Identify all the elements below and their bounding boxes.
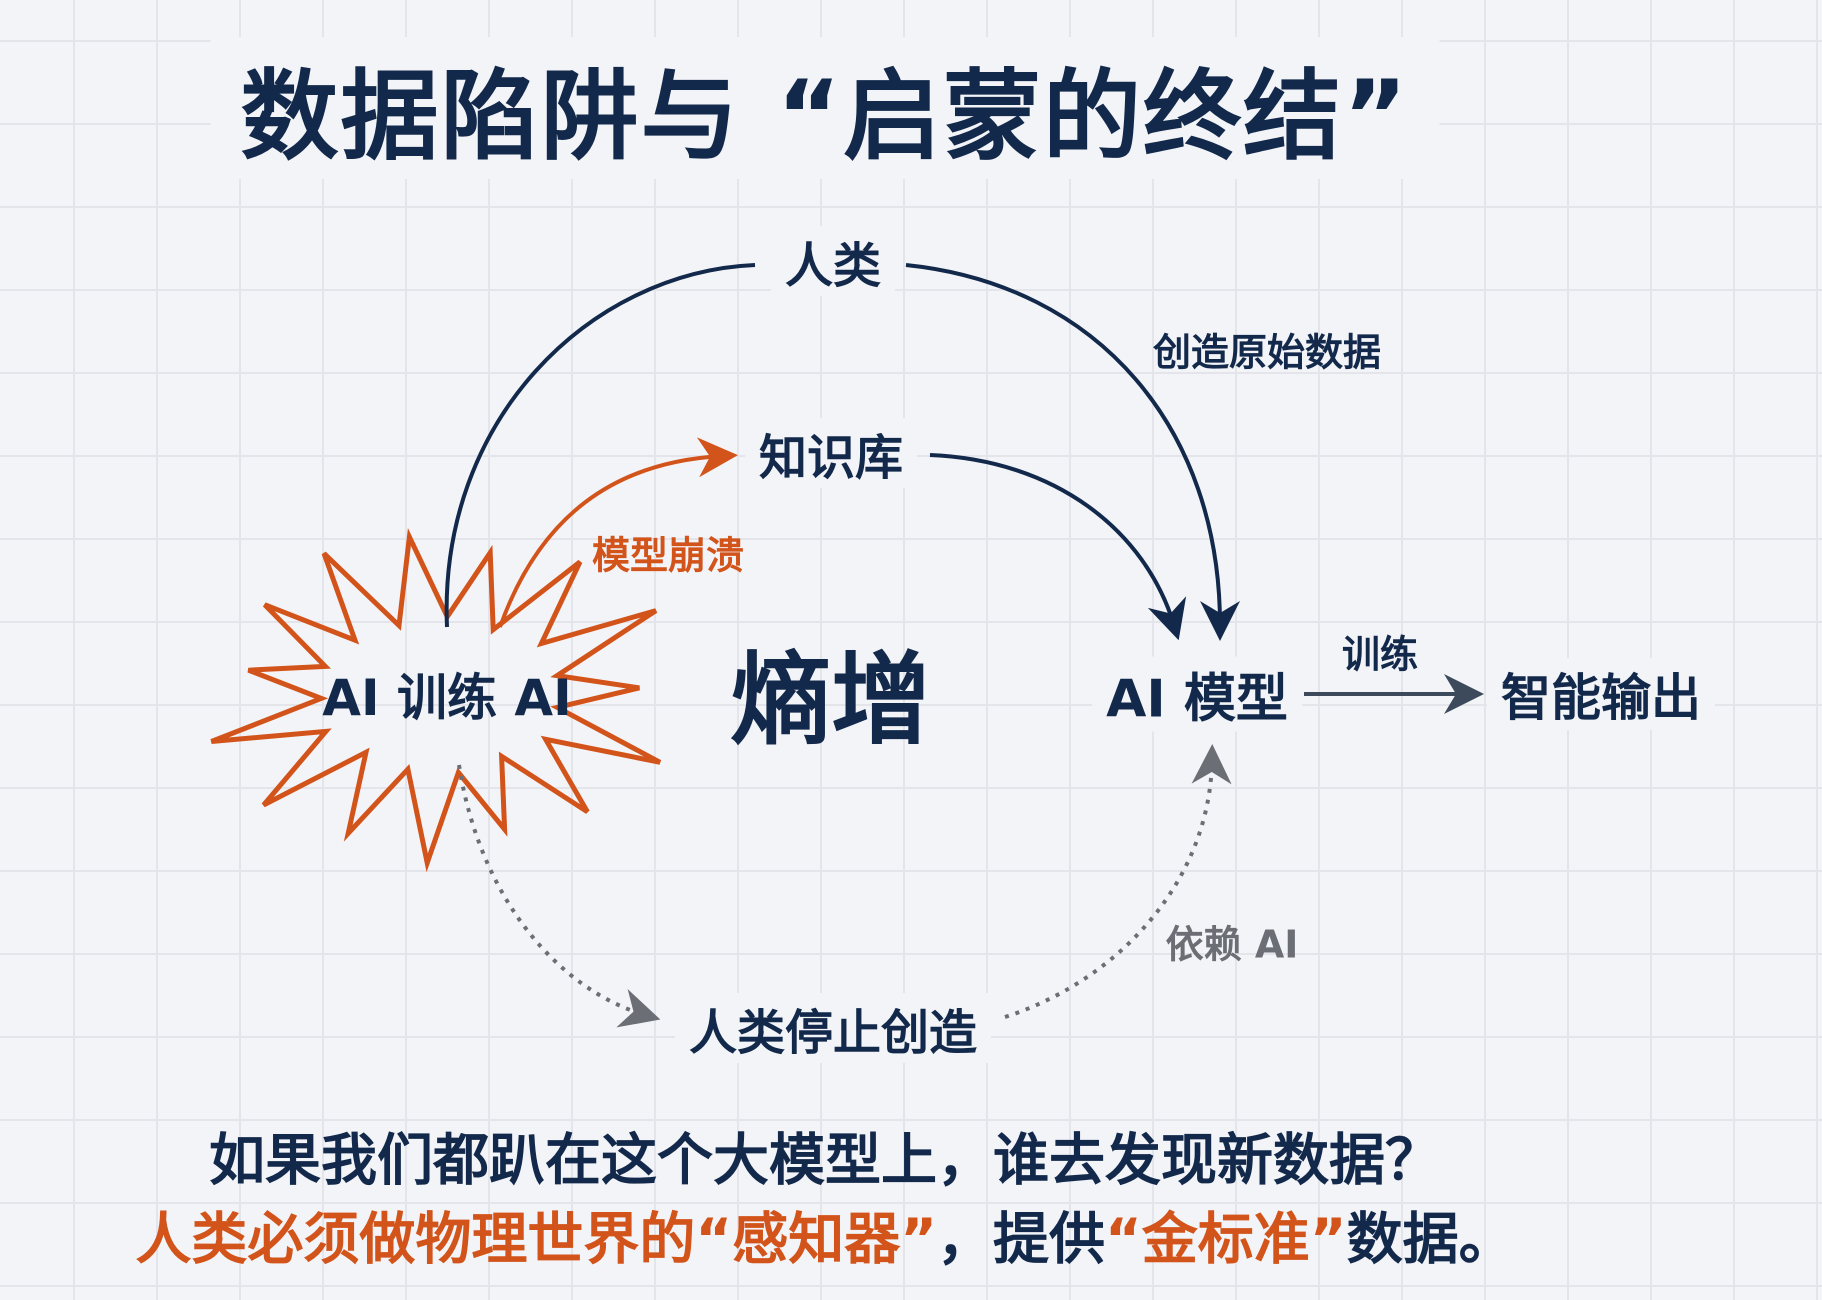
explosion-starburst-icon xyxy=(210,527,662,873)
arrow-humans-to-model xyxy=(905,263,1240,641)
node-humans-stop-creating: 人类停止创造 xyxy=(674,993,992,1063)
label-create-raw-data: 创造原始数据 xyxy=(1152,330,1382,375)
answer-part-sensor: 人类必须做物理世界的“感知器” xyxy=(135,1207,937,1273)
arrow-ai-to-humans xyxy=(444,263,756,628)
arrow-collapse-to-knowledge xyxy=(498,437,738,628)
label-rely-on-ai: 依赖 AI xyxy=(1165,922,1299,967)
node-smart-output: 智能输出 xyxy=(1487,658,1715,730)
label-entropy: 熵增 xyxy=(731,641,931,759)
node-ai-trains-ai: AI 训练 AI xyxy=(322,669,572,727)
answer-part-provide: ，提供 xyxy=(937,1207,1105,1273)
arrow-stop-creating-to-model xyxy=(1004,744,1232,1019)
label-model-collapse: 模型崩溃 xyxy=(591,533,745,578)
node-knowledge-base: 知识库 xyxy=(744,418,918,488)
answer-part-gold-standard: “金标准” xyxy=(1105,1207,1347,1273)
arrow-knowledge-to-model xyxy=(929,453,1187,641)
label-train: 训练 xyxy=(1341,632,1419,677)
node-humans: 人类 xyxy=(770,226,896,296)
bottom-answer: 人类必须做物理世界的“感知器”，提供“金标准”数据。 xyxy=(135,1195,1514,1276)
node-ai-model: AI 模型 xyxy=(1092,656,1302,732)
page-title: 数据陷阱与 “启蒙的终结” xyxy=(210,37,1440,179)
arrow-ai-to-stop-creating xyxy=(457,764,661,1028)
answer-part-data: 数据。 xyxy=(1346,1207,1515,1273)
bottom-question: 如果我们都趴在这个大模型上，谁去发现新数据？ xyxy=(209,1128,1441,1194)
